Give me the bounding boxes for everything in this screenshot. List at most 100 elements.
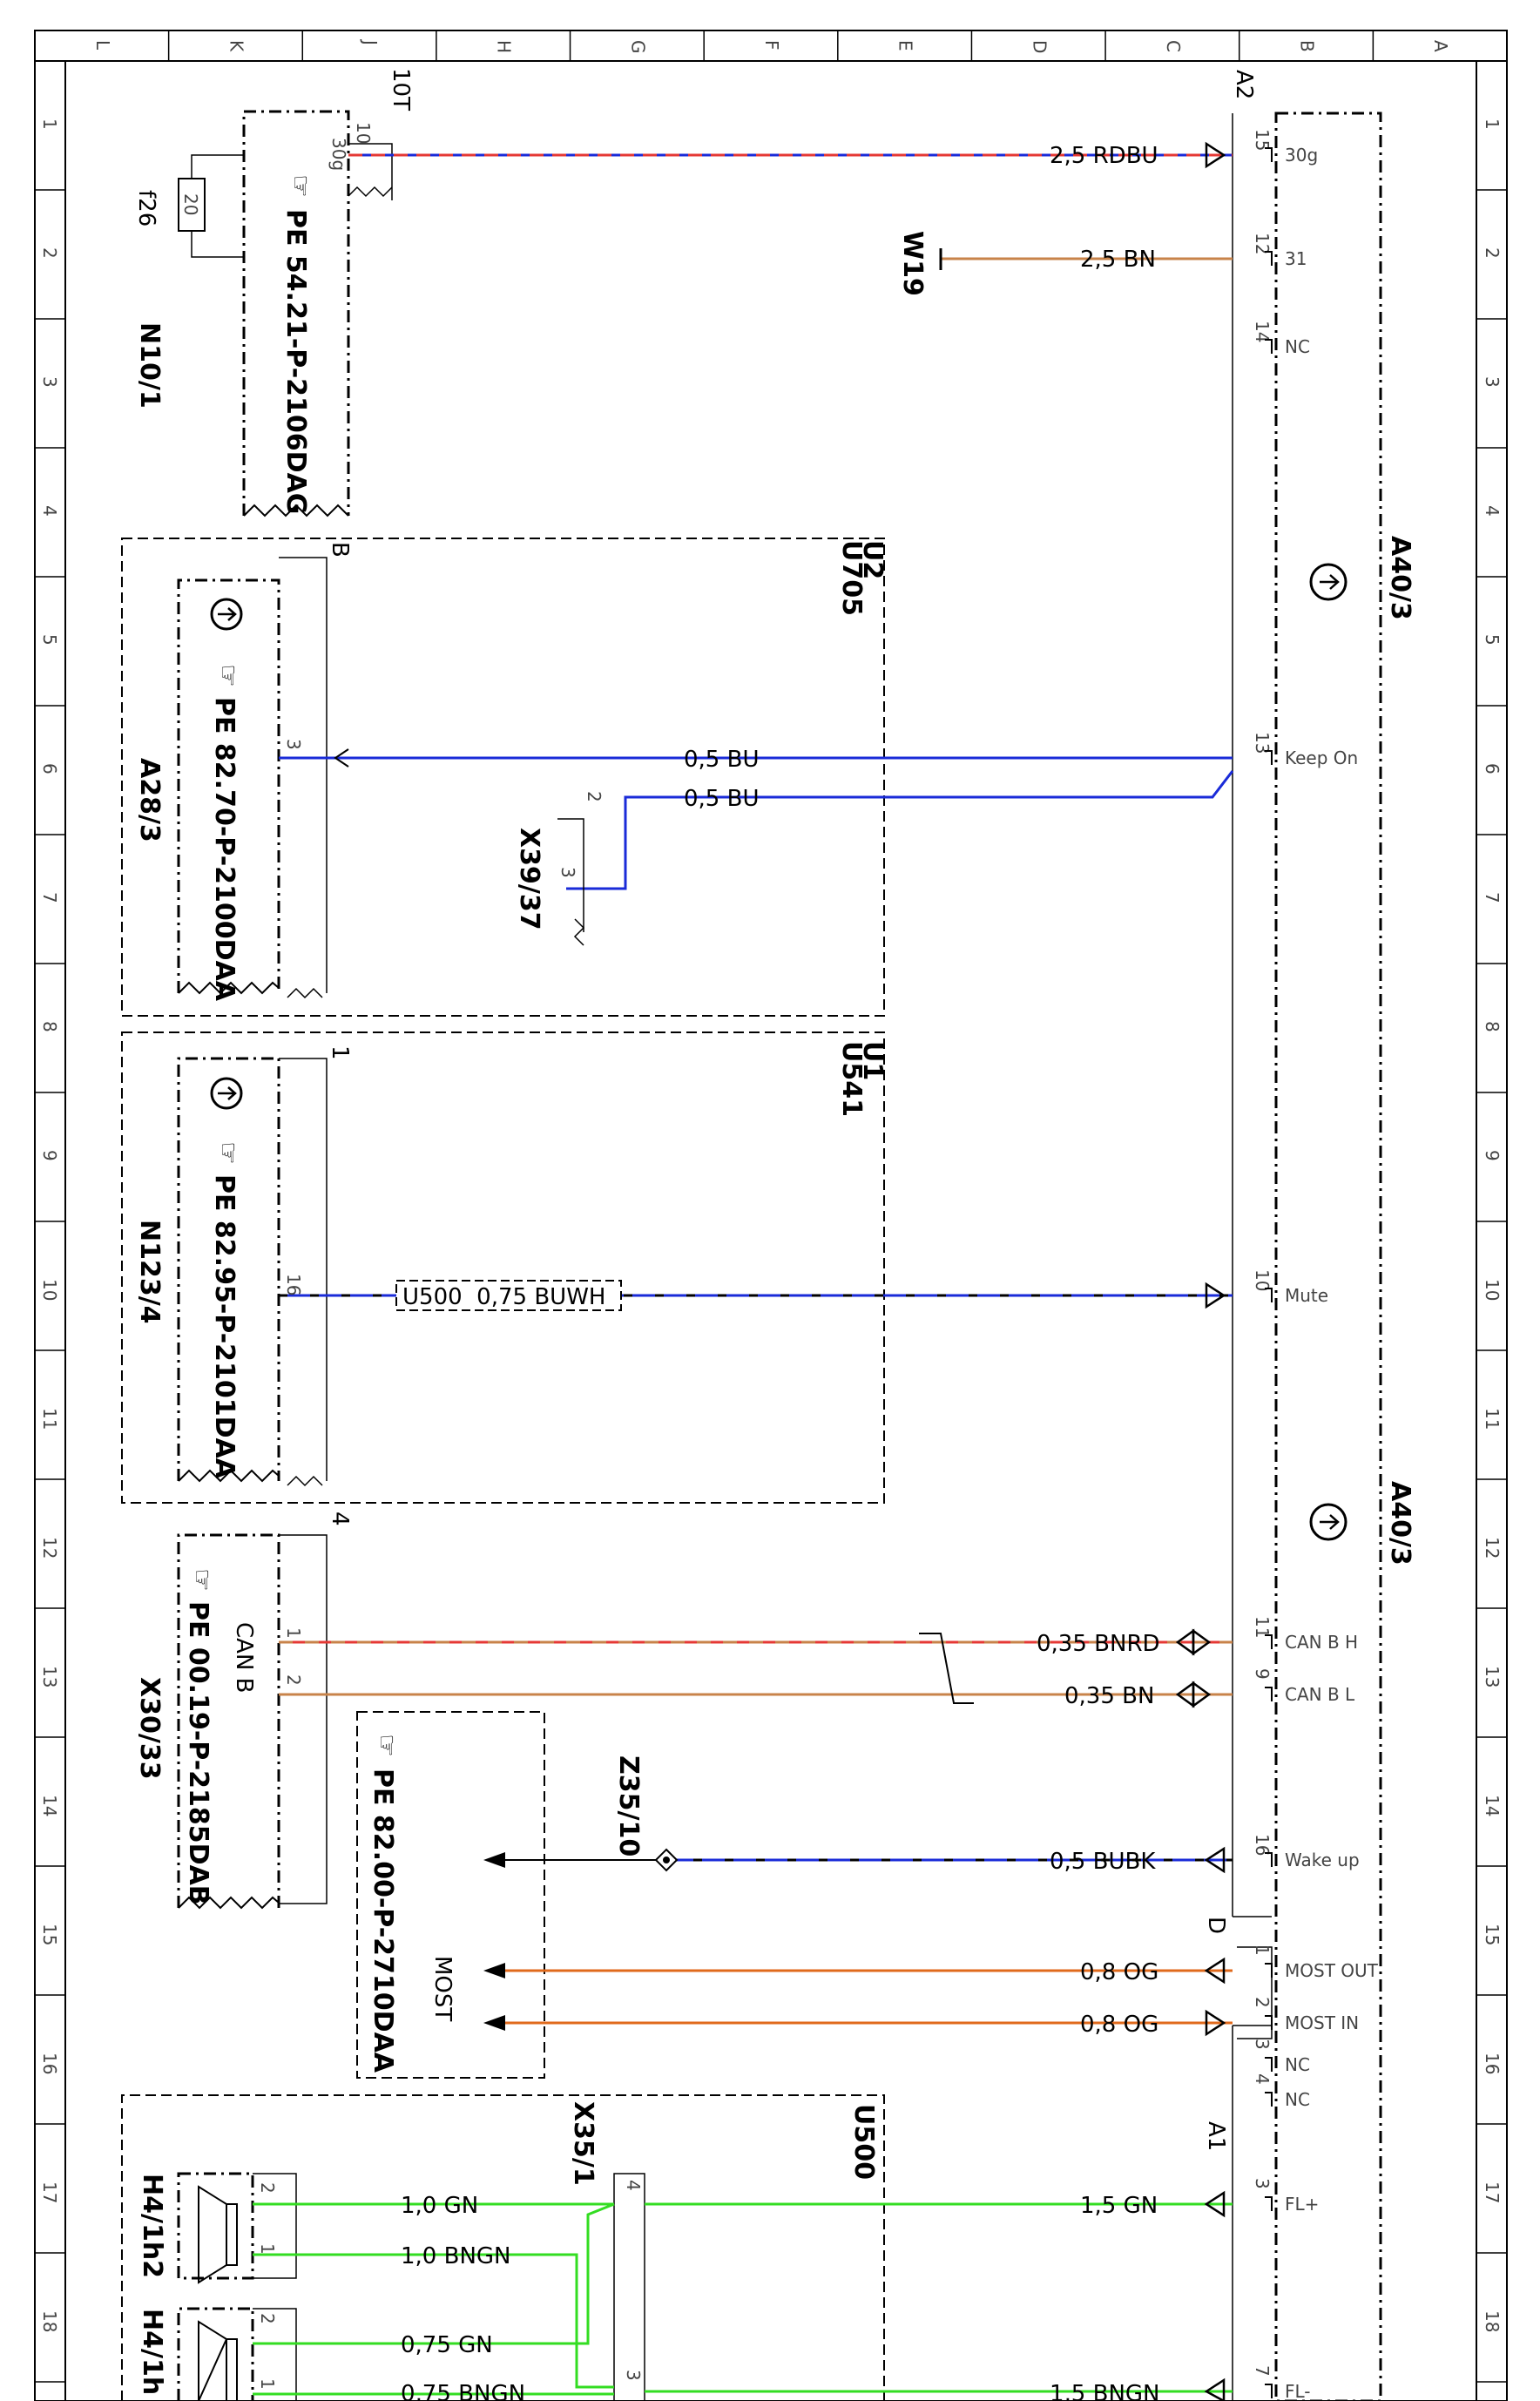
- grid-row-number: 12: [1482, 1537, 1503, 1559]
- ref-a28-3: PE 82.70-P-2100DAA: [209, 697, 240, 1002]
- wire-label: 0,8 OG: [1080, 1959, 1158, 1985]
- a40-3-pin-label: 31: [1285, 248, 1307, 269]
- u1-u541-outline: [121, 1031, 885, 1504]
- grid-row-number: 1: [1482, 118, 1503, 130]
- wire-0-75-gn[interactable]: [253, 2202, 615, 2345]
- a40-3-pin-label: NC: [1285, 2089, 1310, 2110]
- n123-4-outline: [177, 1057, 280, 1481]
- grid-row-number: 11: [1482, 1408, 1503, 1430]
- fuse-f26: [178, 154, 244, 258]
- grid-row-number: 18: [1482, 2310, 1503, 2332]
- grid-row-number: 11: [39, 1408, 60, 1430]
- grid-row-number: 13: [39, 1666, 60, 1687]
- wire-1-0-bngn[interactable]: [253, 2253, 614, 2389]
- label-n10-1: N10/1: [134, 322, 165, 409]
- a40-3-pin-label: FL+: [1285, 2194, 1319, 2215]
- grid-column-letter: D: [1029, 40, 1050, 53]
- label-x39-37: X39/37: [514, 828, 544, 930]
- label-conn-b: B: [327, 542, 353, 558]
- grid-row-number: 2: [1482, 247, 1503, 259]
- grid-row-number: 7: [39, 892, 60, 903]
- hand-icon: ☞: [186, 1568, 217, 1592]
- ref-most: PE 82.00-P-2710DAA: [368, 1769, 398, 2073]
- label-n123-4: N123/4: [134, 1220, 165, 1324]
- hand-icon: ☞: [213, 664, 243, 687]
- wire-label: 0,35 BNRD: [1037, 1631, 1160, 1657]
- grid-row-number: 6: [1482, 763, 1503, 774]
- grid-column-letter: H: [494, 40, 515, 53]
- label-h4-1h2: H4/1h2: [137, 2174, 167, 2278]
- label-f26-value: 20: [180, 193, 201, 215]
- label-a1: A1: [1203, 2121, 1229, 2151]
- u2-u705-outline: [121, 538, 885, 1017]
- grid-column-letter: F: [761, 40, 782, 51]
- label-a40-3-bottom: A40/3: [1385, 1481, 1415, 1566]
- speaker-icon: [198, 2185, 238, 2284]
- grid-row-number: 2: [39, 247, 60, 259]
- grid-row-number: 3: [39, 376, 60, 388]
- grid-row-number: 4: [1482, 505, 1503, 517]
- label-f26: f26: [133, 190, 159, 227]
- wire-label: 2,5 BN: [1080, 247, 1156, 273]
- grid-row-number: 5: [39, 634, 60, 646]
- speaker-icon: [198, 2320, 238, 2401]
- pin-h1-1: 1: [257, 2378, 278, 2390]
- pin-x35-3: 3: [623, 2370, 644, 2381]
- grid-row-number: 3: [1482, 376, 1503, 388]
- pin-n123-16: 16: [283, 1274, 304, 1295]
- grid-column-letter: E: [895, 40, 916, 51]
- grid-column-letter: G: [627, 40, 648, 54]
- grid-row-number: 4: [39, 505, 60, 517]
- pin-x30-2: 2: [283, 1674, 304, 1686]
- pin-x39-2: 2: [584, 791, 605, 802]
- label-a2: A2: [1231, 70, 1257, 99]
- grid-column-letter: J: [360, 38, 381, 45]
- a40-3-antenna-icon: [1309, 563, 1348, 601]
- hand-icon: ☞: [213, 1141, 243, 1165]
- most-reference-box: [356, 1711, 545, 2079]
- grid-column-letter: C: [1163, 40, 1184, 52]
- n10-1-outline: [242, 110, 350, 516]
- grid-column-letter: B: [1297, 40, 1318, 52]
- label-x30-33: X30/33: [134, 1677, 165, 1780]
- grid-row-number: 17: [1482, 2181, 1503, 2203]
- pin-x35-4: 4: [623, 2180, 644, 2191]
- grid-column-letter: K: [226, 40, 247, 52]
- wire-label: 0,35 BN: [1064, 1683, 1154, 1709]
- grid-column-letter: A: [1430, 40, 1451, 52]
- n123-4-antenna-icon: [210, 1077, 243, 1110]
- wires: [253, 153, 1234, 2396]
- a40-3-pin-label: Mute: [1285, 1285, 1328, 1306]
- a40-3-pin-number: 9: [1252, 1668, 1273, 1680]
- pin-30g: 30g: [328, 138, 349, 171]
- pin-h1-2: 2: [257, 2313, 278, 2324]
- a40-3-pin-label: Wake up: [1285, 1850, 1360, 1870]
- label-u705: U705: [836, 540, 867, 616]
- a40-3-pin-number: 3: [1252, 2178, 1273, 2189]
- a40-3-connector-symbols: [1175, 141, 1226, 2401]
- wire-label: 0,75 GN: [401, 2332, 493, 2358]
- label-conn-4: 4: [327, 1512, 353, 1526]
- ref-n10-1: PE 54.21-P-2106DAG: [280, 209, 311, 514]
- wire-label: 2,5 RDBU: [1050, 143, 1158, 169]
- grid-row-number: 8: [39, 1021, 60, 1032]
- grid-row-number: 16: [1482, 2053, 1503, 2074]
- wire-label: 0,8 OG: [1080, 2012, 1158, 2038]
- label-conn-d: D: [1203, 1917, 1229, 1934]
- label-10t: 10T: [388, 68, 414, 111]
- pin-h2-1: 1: [257, 2243, 278, 2255]
- a40-3-pin-number: 4: [1252, 2073, 1273, 2085]
- wire-0-5-bu-x39[interactable]: [566, 770, 1234, 890]
- label-a40-3-top: A40/3: [1385, 536, 1415, 620]
- ref-x30-33: PE 00.19-P-2185DAB: [183, 1601, 213, 1905]
- h4-1h-speaker-outline: [177, 2307, 254, 2401]
- label-most: MOST: [429, 1956, 456, 2021]
- pin-x39-3: 3: [557, 867, 578, 878]
- label-a28-3: A28/3: [134, 758, 165, 842]
- label-conn-1: 1: [327, 1045, 353, 1060]
- grid-row-number: 14: [39, 1795, 60, 1816]
- label-can-b: CAN B: [231, 1622, 257, 1694]
